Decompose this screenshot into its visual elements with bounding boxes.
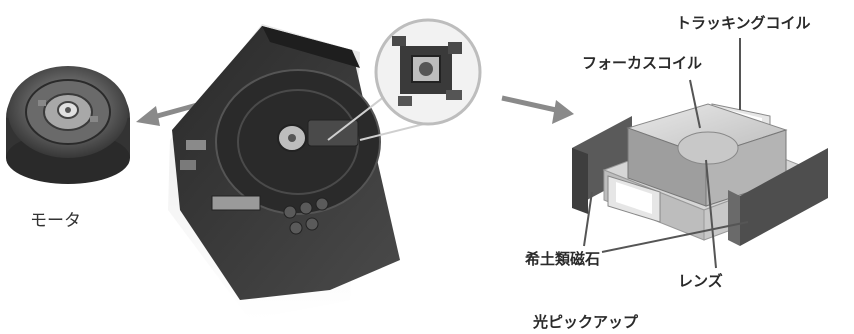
label-rare-earth-magnet: 希土類磁石 [525, 250, 601, 268]
cd-player-photo [168, 24, 400, 320]
motor-photo [6, 66, 130, 184]
zoom-circle [327, 18, 482, 141]
label-tracking-coil: トラッキングコイル [676, 14, 811, 32]
label-optical-pickup: 光ピックアップ [533, 313, 639, 331]
arrow-to-pickup [501, 95, 574, 124]
label-lens: レンズ [678, 272, 723, 290]
label-focus-coil: フォーカスコイル [582, 54, 703, 72]
label-motor: モータ [30, 211, 81, 231]
pickup-assembly-diagram [572, 38, 828, 269]
